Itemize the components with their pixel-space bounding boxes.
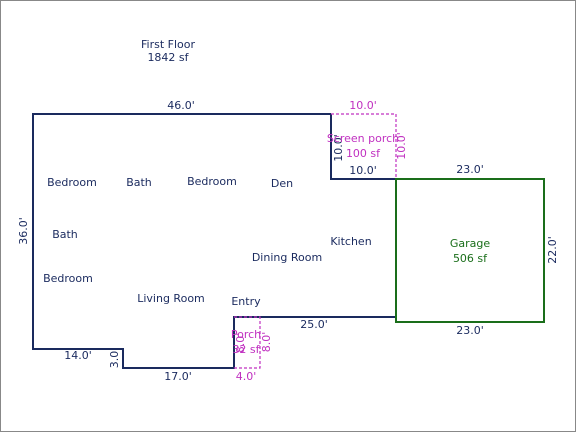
- house-dim-bottom-mid: 17.0': [164, 370, 192, 383]
- house-dim-entry-wall: 25.0': [300, 318, 328, 331]
- screen-porch-dim-left: 10.0': [332, 134, 345, 162]
- room-bedroom-3: Bedroom: [43, 272, 93, 285]
- screen-porch-dim-bottom: 10.0': [349, 164, 377, 177]
- screen-porch-area: 100 sf: [346, 147, 381, 160]
- porch-label: Porch: [231, 328, 261, 341]
- room-dining-room: Dining Room: [252, 251, 322, 264]
- room-bath-1: Bath: [126, 176, 152, 189]
- porch-dim-bottom: 4.0': [236, 370, 257, 383]
- house-dim-bottom-left: 14.0': [64, 349, 92, 362]
- garage-dim-right: 22.0': [546, 236, 559, 264]
- garage-dim-top: 23.0': [456, 163, 484, 176]
- room-living-room: Living Room: [137, 292, 205, 305]
- room-bedroom-1: Bedroom: [47, 176, 97, 189]
- room-kitchen: Kitchen: [330, 235, 371, 248]
- porch-dim-left: 8.0': [234, 333, 247, 354]
- house-outline: [32, 113, 396, 369]
- house-porch-notch: [330, 114, 396, 180]
- house-dim-top: 46.0': [167, 99, 195, 112]
- floor-title: First Floor: [141, 38, 195, 51]
- garage-outline: [395, 178, 545, 323]
- screen-porch-outline: [331, 113, 397, 179]
- porch-dim-right: 8.0': [260, 332, 273, 353]
- porch-outline: [234, 316, 261, 369]
- room-entry: Entry: [231, 295, 261, 308]
- screen-porch-dim-right: 10.0': [395, 132, 408, 160]
- house-dim-left: 36.0': [17, 217, 30, 245]
- screen-porch-label: Screen porch: [327, 132, 399, 145]
- floor-area: 1842 sf: [147, 51, 189, 64]
- screen-porch-dim-top: 10.0': [349, 99, 377, 112]
- garage-label: Garage: [450, 237, 491, 250]
- house-dim-notch: 3.0': [108, 348, 121, 369]
- room-bedroom-2: Bedroom: [187, 175, 237, 188]
- room-bath-2: Bath: [52, 228, 78, 241]
- porch-area: 32 sf: [232, 343, 260, 356]
- garage-dim-bottom: 23.0': [456, 324, 484, 337]
- room-den: Den: [271, 177, 293, 190]
- garage-area: 506 sf: [453, 252, 488, 265]
